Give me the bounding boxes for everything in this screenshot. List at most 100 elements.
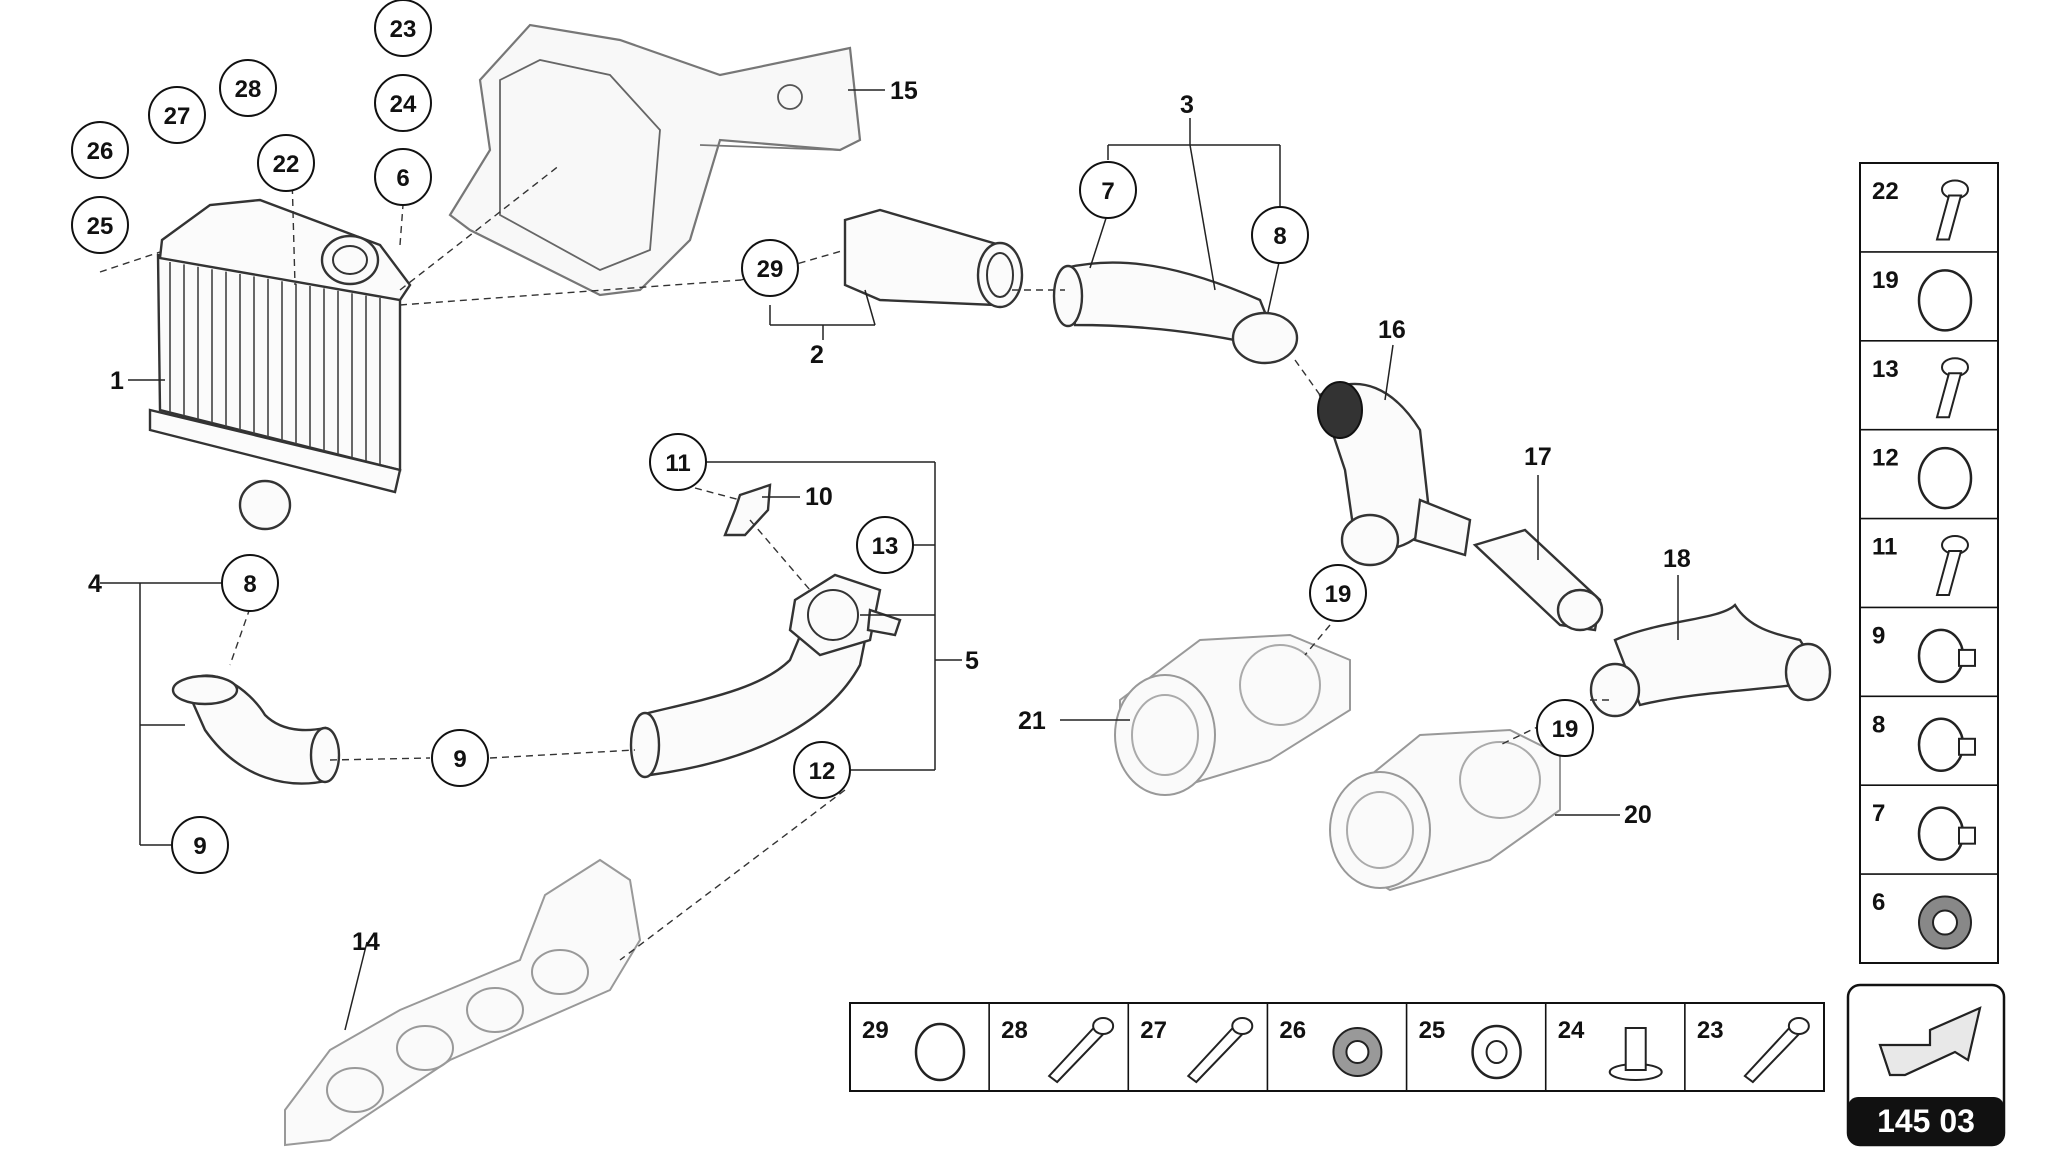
part-thumbnail-icon — [1918, 895, 1972, 950]
callout-9-mid: 9 — [453, 746, 466, 773]
side-legend-number: 7 — [1872, 800, 1885, 827]
callout-10: 10 — [805, 483, 833, 511]
callout-6: 6 — [396, 165, 409, 192]
elbow-pipe-part — [1317, 381, 1472, 567]
callout-12: 12 — [809, 758, 836, 785]
side-legend-number: 11 — [1872, 534, 1897, 561]
next-page-arrow-button[interactable]: 145 03 — [1846, 983, 2006, 1147]
part-thumbnail-icon — [1917, 446, 1973, 510]
side-legend: 22 19 13 12 11 9 8 7 6 — [1859, 162, 1999, 964]
callout-29: 29 — [757, 256, 784, 283]
side-legend-item: 9 — [1860, 606, 1998, 684]
part-thumbnail-icon — [1047, 1017, 1115, 1084]
turbocharger-left-part — [1114, 633, 1351, 796]
callout-13: 13 — [872, 533, 899, 560]
callout-22: 22 — [273, 151, 300, 178]
side-legend-item: 12 — [1860, 428, 1998, 510]
side-legend-number: 13 — [1872, 356, 1899, 383]
bottom-legend-number: 29 — [862, 1017, 889, 1044]
bottom-legend-item: 29 — [862, 1017, 966, 1082]
part-thumbnail-icon — [1935, 357, 1969, 419]
bottom-legend-number: 28 — [1001, 1017, 1028, 1044]
callout-9-left: 9 — [193, 833, 206, 860]
side-legend-item: 7 — [1860, 784, 1998, 861]
callout-8-top: 8 — [1273, 223, 1286, 250]
side-legend-item: 6 — [1860, 873, 1998, 950]
part-thumbnail-icon — [1935, 179, 1969, 241]
air-duct-shroud-part — [448, 23, 862, 297]
side-legend-item: 8 — [1860, 695, 1998, 773]
callout-14: 14 — [352, 928, 380, 956]
side-legend-item: 22 — [1872, 178, 1969, 241]
bottom-legend-item: 28 — [988, 1003, 1115, 1091]
callout-labels: 1 2 3 4 5 10 14 15 16 17 18 20 21 — [88, 77, 1691, 956]
callout-16: 16 — [1378, 316, 1406, 344]
callout-5: 5 — [965, 647, 979, 675]
callout-19-lower: 19 — [1552, 716, 1579, 743]
part-thumbnail-icon — [1186, 1017, 1254, 1084]
bottom-legend-number: 27 — [1140, 1017, 1167, 1044]
bottom-legend-item: 24 — [1544, 1003, 1663, 1091]
part-thumbnail-icon — [1471, 1024, 1522, 1080]
side-legend-number: 6 — [1872, 889, 1885, 916]
part-thumbnail-icon — [1743, 1017, 1810, 1084]
part-thumbnail-icon — [1608, 1027, 1663, 1081]
callout-21: 21 — [1018, 707, 1046, 735]
side-legend-item: 13 — [1860, 339, 1998, 419]
callout-23: 23 — [390, 16, 417, 43]
callout-20: 20 — [1624, 801, 1652, 829]
side-legend-item: 11 — [1860, 517, 1998, 596]
straight-hose-part — [1472, 528, 1604, 632]
callout-18: 18 — [1663, 545, 1691, 573]
part-thumbnail-icon — [1917, 806, 1976, 861]
callout-25: 25 — [87, 213, 114, 240]
throttle-pipe-part — [629, 573, 902, 779]
bracket-part — [723, 483, 772, 537]
callout-8-left: 8 — [243, 571, 256, 598]
bottom-legend-item: 27 — [1127, 1003, 1254, 1091]
intercooler-part — [148, 198, 412, 531]
callout-7: 7 — [1101, 178, 1114, 205]
part-thumbnail-icon — [1917, 269, 1973, 332]
side-legend-number: 8 — [1872, 711, 1885, 738]
bottom-legend-number: 26 — [1279, 1017, 1306, 1044]
callout-1: 1 — [110, 367, 124, 395]
bottom-legend-number: 23 — [1697, 1017, 1724, 1044]
intake-manifold-part — [284, 858, 642, 1147]
callout-28: 28 — [235, 76, 262, 103]
callout-2: 2 — [810, 341, 824, 369]
side-legend-number: 19 — [1872, 267, 1899, 294]
part-thumbnail-icon — [1917, 628, 1976, 684]
intake-hose-part — [843, 208, 1024, 309]
callout-27: 27 — [164, 103, 191, 130]
bottom-legend-number: 24 — [1558, 1017, 1585, 1044]
side-legend-number: 12 — [1872, 445, 1899, 472]
bottom-legend-number: 25 — [1419, 1017, 1446, 1044]
side-legend-number: 9 — [1872, 622, 1885, 649]
turbocharger-right-part — [1329, 728, 1561, 892]
part-thumbnail-icon — [1917, 717, 1976, 773]
side-legend-item: 19 — [1860, 251, 1998, 332]
diagram-id: 145 03 — [1877, 1103, 1975, 1139]
turbo-pipe-part — [1589, 603, 1832, 718]
circle-callouts: 23 24 6 28 27 26 25 22 29 7 8 11 13 12 8… — [71, 0, 1594, 874]
callout-15: 15 — [890, 77, 918, 105]
side-legend-number: 22 — [1872, 178, 1899, 205]
callout-4: 4 — [88, 570, 102, 598]
callout-19-upper: 19 — [1325, 581, 1352, 608]
lower-hose-part — [171, 674, 341, 785]
callout-11: 11 — [665, 450, 690, 477]
bottom-legend-item: 26 — [1266, 1003, 1383, 1091]
callout-24: 24 — [390, 91, 417, 118]
bottom-legend: 29 28 27 26 25 24 23 — [849, 1002, 1825, 1092]
part-thumbnail-icon — [1935, 535, 1969, 596]
callout-17: 17 — [1524, 443, 1552, 471]
bottom-legend-item: 23 — [1684, 1003, 1810, 1091]
part-thumbnail-icon — [1332, 1027, 1383, 1077]
callout-26: 26 — [87, 138, 114, 165]
arrow-icon — [1878, 1006, 1982, 1077]
part-thumbnail-icon — [914, 1022, 966, 1082]
callout-3: 3 — [1180, 91, 1194, 119]
bent-hose-part — [1052, 261, 1299, 365]
bottom-legend-item: 25 — [1405, 1003, 1522, 1091]
